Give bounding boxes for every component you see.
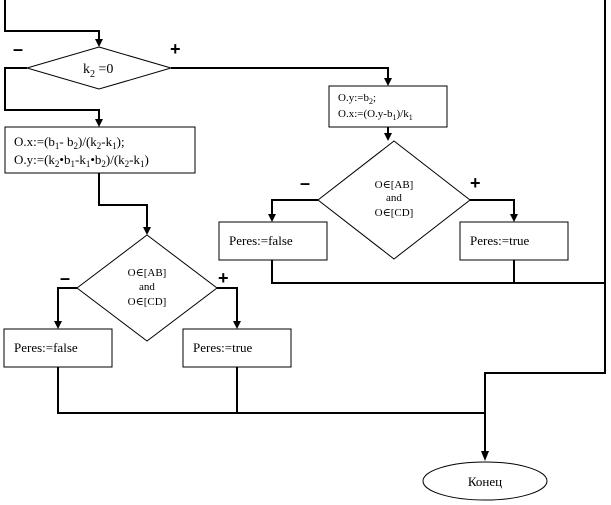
check-left-line-1: O∈[AB] <box>128 267 167 279</box>
block-peres-false-left: Peres:=false <box>3 328 113 368</box>
check-right-line-2: and <box>386 192 402 204</box>
check-left-line-2: and <box>139 281 155 293</box>
flow-lines <box>4 0 606 452</box>
peres-false-right-text: Peres:=false <box>229 233 293 248</box>
arrow-down-icon <box>268 214 276 222</box>
block-peres-true-right: Peres:=true <box>459 221 569 261</box>
arrow-down-icon <box>233 321 241 329</box>
check-left-minus-line <box>57 287 77 322</box>
left-merge-line <box>57 367 485 414</box>
peres-false-left-text: Peres:=false <box>14 340 78 355</box>
peres-true-left-text: Peres:=true <box>193 340 253 355</box>
arrow-down-icon <box>384 133 392 141</box>
k2-plus-line <box>171 67 389 80</box>
decision-left-check: O∈[AB] and O∈[CD] <box>76 234 218 342</box>
check-right-minus-line <box>271 199 318 216</box>
entry-line <box>4 0 100 41</box>
end-label: Конец <box>468 474 502 489</box>
minus-sign-k2: – <box>13 39 23 59</box>
arrow-down-icon <box>54 321 62 329</box>
block-peres-false-right: Peres:=false <box>218 221 328 261</box>
arrow-down-icon <box>384 78 392 86</box>
intersect-line-2: O.y:=(k2•b1-k1•b2)/(k2-k1) <box>14 152 149 169</box>
check-right-line-3: O∈[CD] <box>375 207 414 219</box>
right-merge-line <box>271 260 605 284</box>
check-left-line-3: O∈[CD] <box>128 296 167 308</box>
plus-sign-left: + <box>218 268 229 288</box>
arrowheads <box>54 39 518 461</box>
arrow-down-icon <box>95 39 103 47</box>
block-peres-true-left: Peres:=true <box>182 328 292 368</box>
arrow-down-icon <box>95 119 103 127</box>
peres-true-right-text: Peres:=true <box>470 233 530 248</box>
decision-right-check: O∈[AB] and O∈[CD] <box>317 140 471 260</box>
arrow-down-icon <box>481 451 489 461</box>
minus-sign-left: – <box>60 268 70 288</box>
arrow-down-icon <box>143 227 151 235</box>
parallel-line-2: O.x:=(O.y-b1)/k1 <box>338 108 413 122</box>
intersect-to-check-line <box>98 173 148 229</box>
decision-k2-zero: k2 =0 <box>25 46 173 90</box>
block-parallel-case: O.y:=b2; O.x:=(O.y-b1)/k1 <box>328 85 448 128</box>
block-intersection: O.x:=(b1- b2)/(k2-k1); O.y:=(k2•b1-k1•b2… <box>4 126 196 174</box>
plus-sign-right: + <box>470 173 481 193</box>
k2-minus-line <box>4 67 100 121</box>
decision-k2-label: k2 =0 <box>83 62 113 80</box>
parallel-line-1: O.y:=b2; <box>338 92 376 106</box>
intersect-line-1: O.x:=(b1- b2)/(k2-k1); <box>14 134 125 151</box>
minus-sign-right: – <box>300 173 310 193</box>
plus-sign-k2: + <box>170 39 181 59</box>
check-right-line-1: O∈[AB] <box>375 179 414 191</box>
terminator-end: Конец <box>422 461 548 501</box>
arrow-down-icon <box>510 214 518 222</box>
check-right-plus-line <box>470 199 515 216</box>
check-left-plus-line <box>217 287 238 322</box>
